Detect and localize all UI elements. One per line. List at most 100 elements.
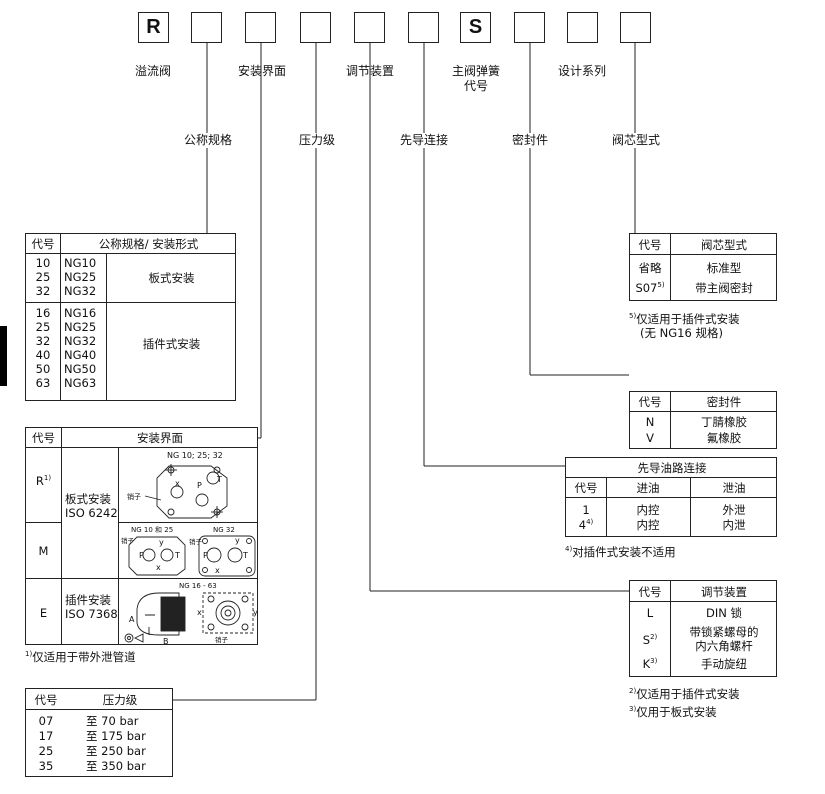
seal-h-desc: 密封件 (706, 395, 742, 409)
size-table: 代号 公称规格/ 安装形式 10 25 32 NG10 NG25 NG32 板式… (25, 233, 236, 401)
size-code: 50 (35, 362, 51, 376)
code-box-4 (300, 12, 331, 43)
fig-e-title: NG 16 - 63 (179, 582, 217, 590)
adjust-table: 代号 调节装置 L DIN 锁 S2) 带锁紧螺母的 内六角螺杆 K3) 手动旋… (629, 580, 777, 677)
figure-ng10-25-ng32-plate: NG 10 和 25 NG 32 销子 销子 P T y x P T y x (121, 525, 256, 577)
label-spool: 阀芯型式 (606, 133, 666, 148)
fig-m-title-b: NG 32 (213, 526, 235, 534)
pilot-code-1: 1 (582, 503, 590, 517)
pilot-h-code: 代号 (574, 481, 598, 495)
fig-r-t: T (216, 475, 222, 484)
fig-e-b: B (163, 637, 169, 645)
size-ng: NG63 (64, 376, 97, 390)
size-group2-type: 插件式安装 (142, 337, 201, 351)
size-h-desc: 公称规格/ 安装形式 (98, 237, 199, 251)
fig-m-x-a: x (156, 563, 161, 572)
seal-desc: 丁腈橡胶 (701, 415, 747, 429)
pilot-table: 先导油路连接 代号 进油 泄油 1 44) 内控 内控 外泄 内泄 (565, 457, 777, 537)
pilot-in: 内控 (636, 518, 660, 532)
size-ng: NG25 (64, 270, 97, 284)
figure-ng16-63-cartridge: NG 16 - 63 A B x y 销子 (124, 582, 258, 645)
pilot-out: 外泄 (722, 503, 746, 517)
seal-h-code: 代号 (638, 395, 662, 409)
fig-m-pin-a: 销子 (121, 536, 135, 545)
fig-m-t-a: T (174, 551, 180, 560)
code-box-2 (191, 12, 222, 43)
label-spring-l2: 代号 (463, 79, 488, 93)
page-edge-tab (0, 326, 7, 386)
spool-table: 代号 阀芯型式 省略 标准型 S075) 带主阀密封 (629, 233, 777, 301)
seal-table: 代号 密封件 N 丁腈橡胶 V 氟橡胶 (629, 391, 777, 449)
label-relief-valve: 溢流阀 (134, 64, 171, 78)
size-code: 25 (35, 320, 51, 334)
fig-m-y-b: y (235, 536, 240, 545)
seal-desc: 氟橡胶 (706, 431, 742, 445)
seal-code: V (646, 431, 654, 445)
spool-desc-2: 带主阀密封 (695, 281, 753, 295)
code-box-3 (245, 12, 276, 43)
note-5-l1: 5)仅适用于插件式安装 (629, 312, 740, 326)
pilot-code-2: 44) (578, 518, 594, 532)
size-code: 32 (35, 284, 51, 298)
fig-r-pin: 销子 (127, 492, 141, 501)
label-series: 设计系列 (557, 64, 606, 78)
pressure-value: 至 70 bar (86, 714, 139, 728)
mount-code-m: M (38, 544, 49, 558)
spool-code-1: 省略 (638, 261, 662, 275)
adjust-desc-3: 手动旋纽 (701, 657, 747, 671)
mount-plate-l1: 板式安装 (65, 492, 111, 506)
mount-h-desc: 安装界面 (137, 431, 183, 445)
size-code: 32 (35, 334, 51, 348)
fig-e-x: x (197, 608, 202, 617)
adjust-h-desc: 调节装置 (701, 585, 747, 599)
mount-cart-l2: ISO 7368 (65, 607, 118, 621)
label-mounting: 安装界面 (237, 64, 286, 78)
pressure-value: 至 250 bar (86, 744, 146, 758)
pressure-h-desc: 压力级 (102, 693, 138, 707)
mount-plate-l2: ISO 6242 (65, 506, 118, 520)
mount-cart-l1: 插件安装 (65, 593, 111, 607)
note-5-l2: (无 NG16 规格) (640, 326, 723, 340)
note-3: 3)仅用于板式安装 (629, 705, 717, 719)
fig-m-pin-b: 销子 (189, 537, 203, 546)
fig-r-p: P (197, 481, 202, 490)
fig-e-y: y (253, 608, 258, 617)
fig-e-a: A (129, 615, 135, 624)
pilot-in: 内控 (636, 503, 660, 517)
code-box-7: S (460, 12, 491, 43)
spool-h-code: 代号 (638, 238, 662, 252)
pressure-h-code: 代号 (34, 693, 58, 707)
label-size: 公称规格 (178, 133, 238, 148)
pressure-code: 35 (38, 759, 54, 773)
pressure-code: 17 (38, 729, 54, 743)
size-group1-type: 板式安装 (148, 271, 195, 285)
pilot-title: 先导油路连接 (637, 461, 707, 475)
fig-m-t-b: T (242, 551, 248, 560)
adjust-desc-2-l2: 内六角螺杆 (695, 639, 753, 653)
label-pressure: 压力级 (292, 133, 342, 148)
code-box-5 (354, 12, 385, 43)
note-1: 1)仅适用于带外泄管道 (25, 650, 136, 664)
mounting-table: 代号 安装界面 R1) 板式安装 ISO 6242 M E 插件安装 ISO 7… (25, 427, 258, 645)
pressure-code: 07 (38, 714, 54, 728)
label-adjust: 调节装置 (345, 64, 394, 78)
size-code: 63 (35, 376, 51, 390)
mount-code-e: E (39, 606, 48, 620)
code-box-8 (514, 12, 545, 43)
fig-e-pin: 销子 (215, 635, 229, 644)
fig-m-x-b: x (215, 566, 220, 575)
adjust-code-2: S2) (642, 633, 658, 647)
size-ng: NG25 (64, 320, 97, 334)
fig-m-y-a: y (159, 538, 164, 547)
figure-ng10-25-32-plate: NG 10; 25; 32 销子 x P T (127, 451, 228, 519)
adjust-code-1: L (646, 606, 654, 620)
fig-r-x: x (175, 479, 180, 488)
spool-desc-1: 标准型 (706, 261, 742, 275)
adjust-h-code: 代号 (638, 585, 662, 599)
adjust-desc-1: DIN 锁 (705, 606, 742, 620)
mount-h-code: 代号 (32, 431, 55, 445)
size-ng: NG10 (64, 256, 97, 270)
pressure-table: 代号 压力级 07 17 25 35 至 70 bar 至 175 bar 至 … (25, 688, 173, 777)
size-h-code: 代号 (31, 237, 55, 251)
